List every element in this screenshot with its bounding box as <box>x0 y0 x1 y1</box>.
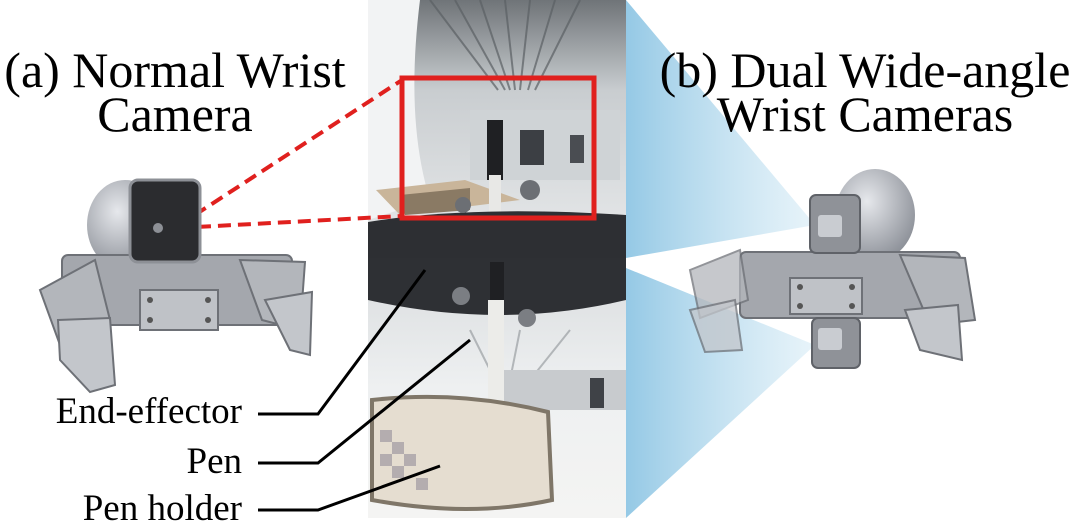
camera-fov-bottom <box>626 268 815 518</box>
label-pen: Pen <box>186 441 243 482</box>
camera-fov-top <box>626 0 815 258</box>
label-end-effector: End-effector <box>55 391 242 432</box>
title-a-line1: (a) Normal Wrist <box>4 42 346 98</box>
gripper-normal-wrist-camera <box>38 178 314 394</box>
title-b-line1: (b) Dual Wide-angle <box>659 42 1071 98</box>
dashed-projection-upper <box>176 78 404 228</box>
label-pen-holder: Pen holder <box>82 488 242 529</box>
gripper-dual-wide-angle-cameras <box>688 169 977 369</box>
leader-pen <box>258 338 471 465</box>
leader-pen-holder <box>258 464 441 512</box>
dashed-projection-lower <box>177 214 403 230</box>
title-b-line2: Wrist Cameras <box>716 86 1014 142</box>
title-normal-wrist-camera: (a) Normal Wrist Camera <box>0 42 350 142</box>
crop-highlight-box <box>399 75 597 221</box>
leader-end-effector <box>258 269 427 416</box>
title-a-line2: Camera <box>97 86 253 142</box>
top-camera-view <box>368 0 626 258</box>
title-dual-wide-angle-cameras: (b) Dual Wide-angle Wrist Cameras <box>650 42 1080 142</box>
normal-wrist-camera-icon <box>128 178 202 264</box>
bottom-camera-view <box>368 258 626 518</box>
